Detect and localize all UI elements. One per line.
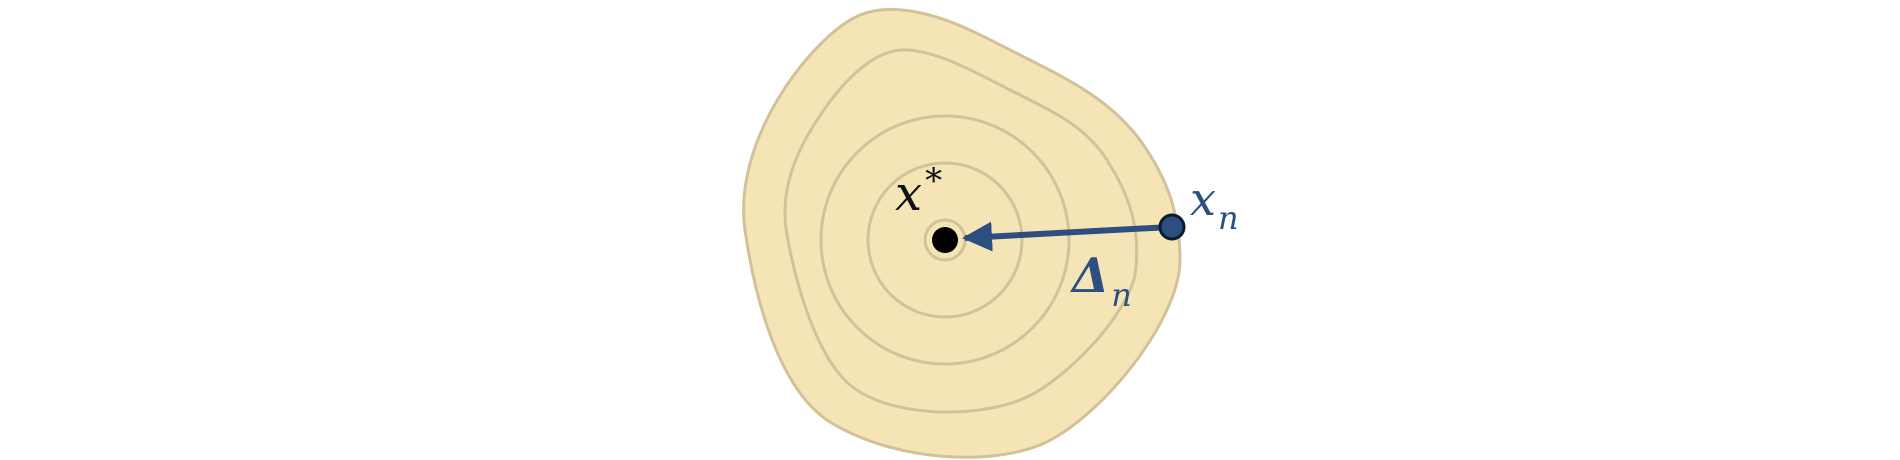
iterate-label-base: x bbox=[1190, 172, 1216, 226]
optimum-label-base: x bbox=[895, 166, 922, 222]
optimum-label: x* bbox=[895, 161, 942, 222]
outer-contour-region bbox=[742, 7, 1182, 459]
step-arrow bbox=[962, 221, 1171, 252]
iterate-label-sub: n bbox=[1218, 199, 1239, 237]
optimum-point bbox=[932, 227, 958, 253]
optimum-label-sup: * bbox=[925, 161, 942, 201]
iterate-label: xn bbox=[1190, 172, 1239, 237]
step-label-base: Δ bbox=[1070, 248, 1109, 304]
step-label-sub: n bbox=[1111, 276, 1132, 314]
step-label: Δn bbox=[1070, 248, 1132, 314]
contour-level-2 bbox=[783, 48, 1139, 414]
iterate-point bbox=[1158, 213, 1186, 241]
contour-level-4 bbox=[866, 161, 1024, 319]
contour-level-3 bbox=[819, 114, 1071, 366]
